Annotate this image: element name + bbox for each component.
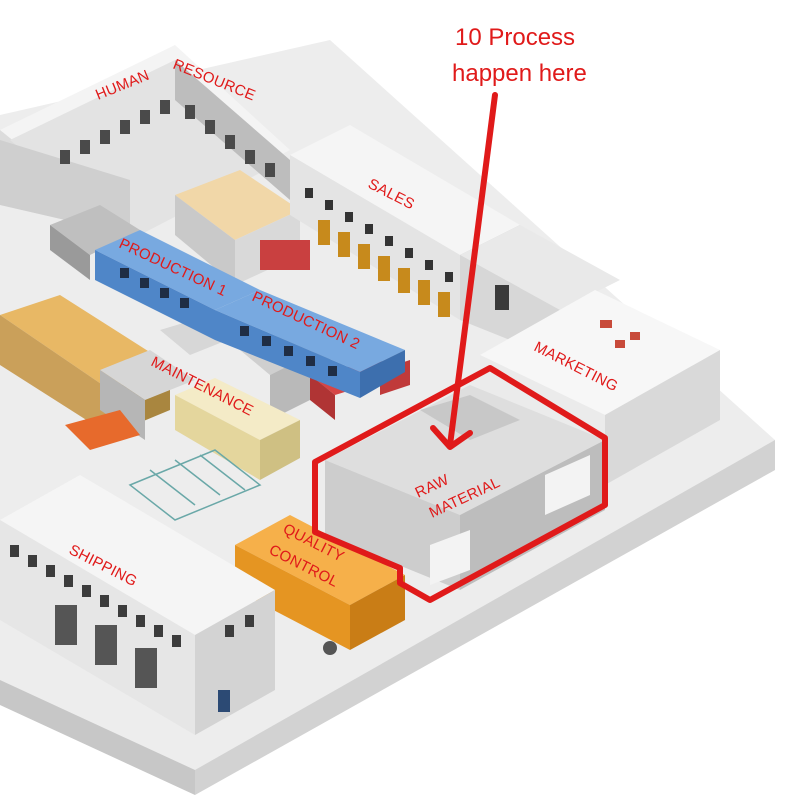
production-buildings [95,230,405,398]
annotation-text-line1: 10 Process [455,24,575,51]
scaffold-frame [128,449,262,521]
shipping-building [0,475,275,735]
annotation-text-line2: happen here [452,60,587,87]
annotation-arrow [430,92,498,450]
quality-control-trailer [235,515,405,655]
warehouse-racks [0,295,195,450]
raw-material-highlight-outline [312,365,608,603]
raw-material-building [325,385,605,590]
maintenance-building [175,378,300,480]
